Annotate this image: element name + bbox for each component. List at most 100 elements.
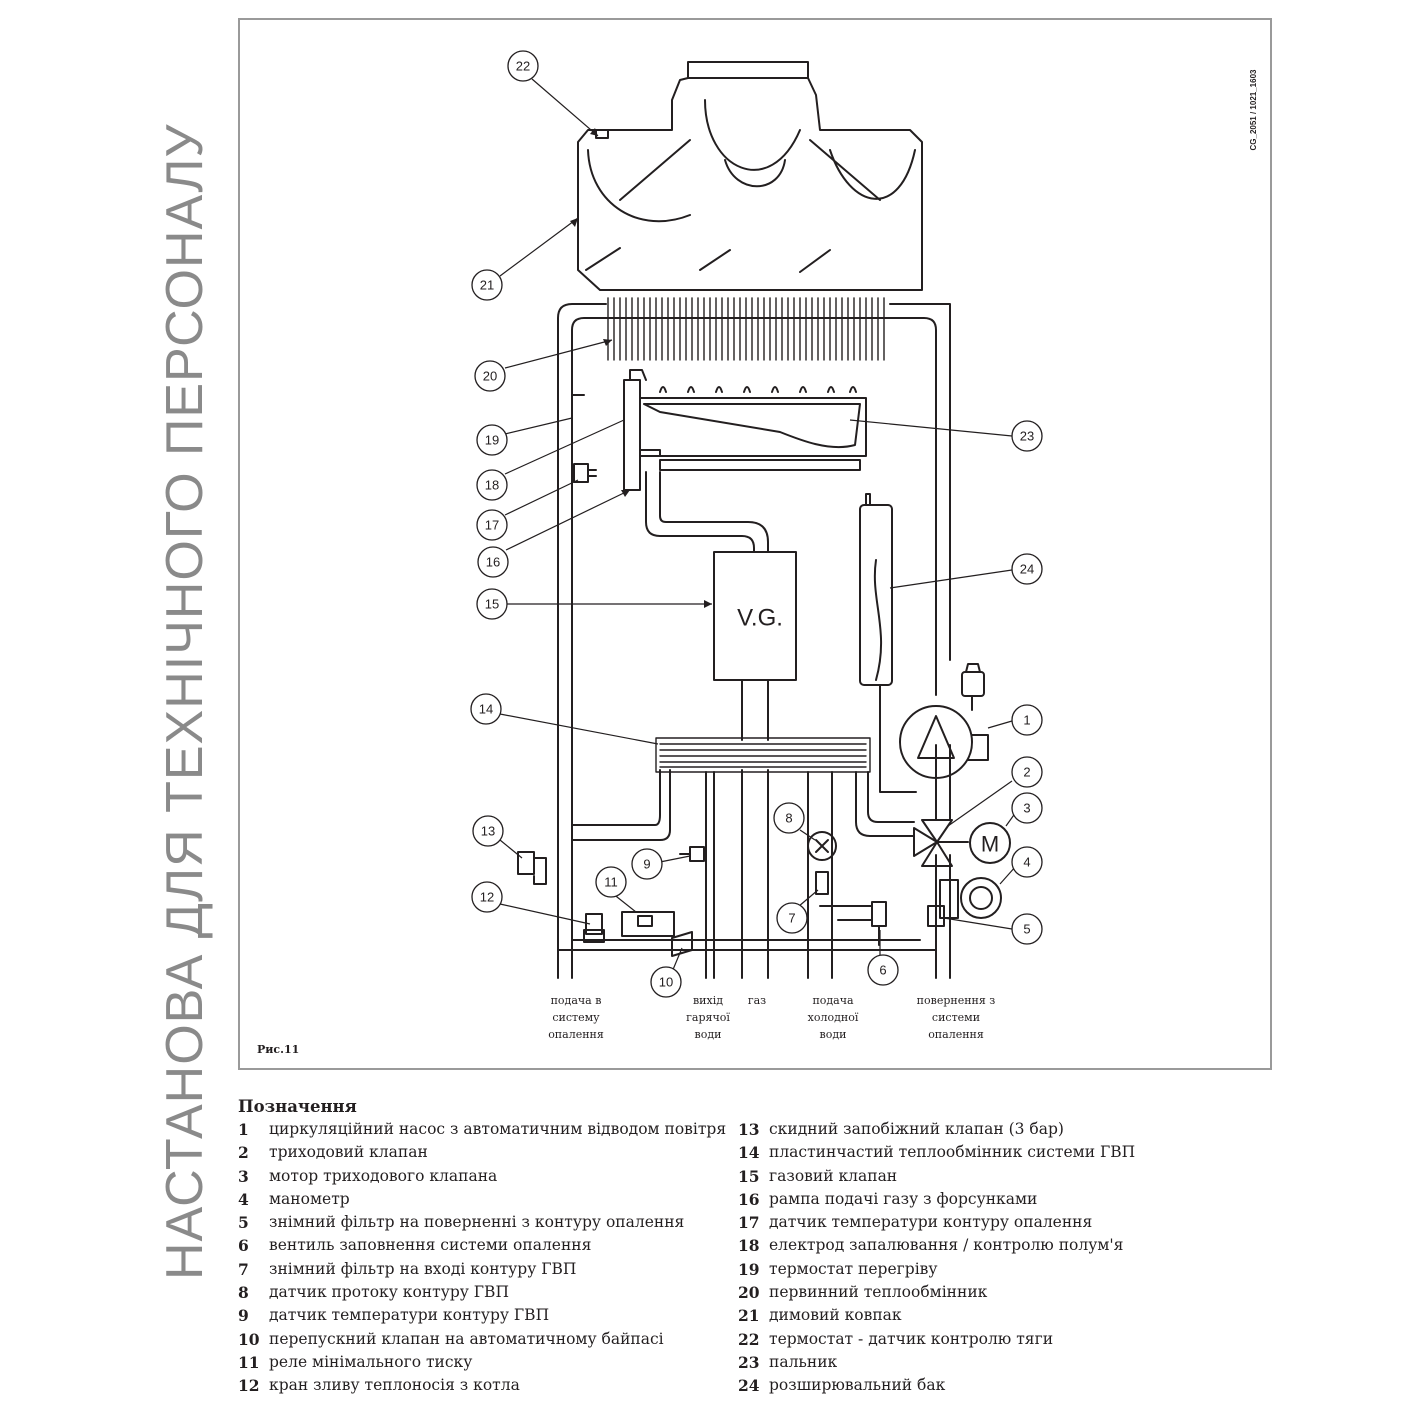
legend-item: 2 триходовий клапан xyxy=(238,1141,738,1164)
valve-motor xyxy=(969,822,1011,864)
callout-3: 3 xyxy=(1023,801,1030,816)
callout-14: 14 xyxy=(479,702,493,717)
callout-13: 13 xyxy=(481,824,495,839)
callout-18: 18 xyxy=(485,478,499,493)
bypass-valve xyxy=(671,931,693,957)
legend-num: 13 xyxy=(738,1120,760,1139)
callout-9: 9 xyxy=(643,857,650,872)
legend-text: димовий ковпак xyxy=(769,1306,902,1325)
callout-20: 20 xyxy=(483,369,497,384)
legend-num: 11 xyxy=(238,1352,260,1372)
legend-text: манометр xyxy=(269,1189,350,1208)
ignition-electrode xyxy=(623,369,661,491)
legend-item: 13 скидний запобіжний клапан (3 бар) xyxy=(738,1118,1238,1141)
safety-valve xyxy=(517,851,547,885)
legend-text: мотор триходового клапана xyxy=(269,1166,498,1185)
draught-thermostat xyxy=(595,129,609,139)
legend-text: кран зливу теплоносія з котла xyxy=(269,1376,520,1395)
leader-arrowheads xyxy=(570,128,712,608)
legend-num: 6 xyxy=(238,1236,249,1256)
legend-num: 24 xyxy=(738,1376,760,1396)
legend-text: скидний запобіжний клапан (3 бар) xyxy=(769,1120,1064,1138)
drawing-code: CG_2051 / 1021_1603 xyxy=(1249,69,1258,151)
overheat-thermostat xyxy=(571,371,585,411)
callout-22: 22 xyxy=(516,59,530,74)
callout-15: 15 xyxy=(485,597,499,612)
legend-text: датчик температури контуру ГВП xyxy=(269,1306,550,1325)
callout-8: 8 xyxy=(785,811,792,826)
legend-item: 21 димовий ковпак xyxy=(738,1304,1238,1327)
legend-num: 20 xyxy=(738,1283,760,1303)
drain-tap xyxy=(583,913,605,943)
motor-label: M xyxy=(981,832,999,857)
gas-valve xyxy=(713,551,797,681)
smoke-hood xyxy=(577,61,923,291)
heating-temp-sensor xyxy=(573,463,597,483)
gas-pipe xyxy=(645,471,769,979)
legend-text: реле мінімального тиску xyxy=(269,1352,473,1371)
burner xyxy=(639,386,867,471)
legend-text: знімний фільтр на вході контуру ГВП xyxy=(269,1259,577,1278)
legend-num: 4 xyxy=(238,1189,249,1209)
gas-valve-label: V.G. xyxy=(737,605,783,632)
legend-num: 16 xyxy=(738,1189,760,1209)
callout-19: 19 xyxy=(485,433,499,448)
legend-num: 21 xyxy=(738,1306,760,1326)
legend-text: термостат - датчик контролю тяги xyxy=(769,1329,1054,1348)
callout-10: 10 xyxy=(659,975,673,990)
legend-text: триходовий клапан xyxy=(269,1143,428,1162)
legend-text: первинний теплообмінник xyxy=(769,1283,988,1302)
legend-item: 20 первинний теплообмінник xyxy=(738,1281,1238,1304)
legend-item: 11 реле мінімального тиску xyxy=(238,1351,738,1374)
legend-item: 17 датчик температури контуру опалення xyxy=(738,1211,1238,1234)
expansion-tank xyxy=(859,493,917,793)
callout-11: 11 xyxy=(604,875,618,890)
side-title: НАСТАНОВА ДЛЯ ТЕХНІЧНОГО ПЕРСОНАЛУ xyxy=(156,123,214,1280)
callout-6: 6 xyxy=(879,963,886,978)
legend-item: 10 перепускний клапан на автоматичному ба… xyxy=(238,1328,738,1351)
heating-pipes xyxy=(557,303,951,979)
three-way-valve xyxy=(855,771,969,867)
manometer xyxy=(939,877,1002,919)
callout-17: 17 xyxy=(485,518,499,533)
callout-1: 1 xyxy=(1023,713,1030,728)
diagram-frame xyxy=(238,18,1272,1070)
legend-num: 1 xyxy=(238,1120,249,1139)
legend-num: 8 xyxy=(238,1283,249,1303)
legend-text: датчик температури контуру опалення xyxy=(769,1213,1093,1232)
callout-7: 7 xyxy=(788,911,795,926)
legend-num: 19 xyxy=(738,1259,760,1279)
legend-text: датчик протоку контуру ГВП xyxy=(269,1283,509,1302)
primary-heat-exchanger xyxy=(607,297,885,361)
filling-valve xyxy=(819,901,887,946)
legend-item: 7 знімний фільтр на вході контуру ГВП xyxy=(238,1258,738,1281)
legend-num: 17 xyxy=(738,1213,760,1233)
heating-return-filter xyxy=(927,905,945,927)
min-pressure-switch xyxy=(621,911,675,937)
leader-lines xyxy=(499,78,1017,973)
legend-num: 2 xyxy=(238,1143,249,1163)
legend-text: знімний фільтр на поверненні з контуру о… xyxy=(269,1213,685,1232)
connection-gas: газ xyxy=(748,994,766,1007)
legend-num: 10 xyxy=(238,1329,260,1349)
callout-numbers: 1 2 3 4 5 6 7 8 9 10 11 12 13 14 15 16 1… xyxy=(479,59,1034,990)
legend-text: пальник xyxy=(769,1352,838,1371)
callout-2: 2 xyxy=(1023,765,1030,780)
legend-num: 7 xyxy=(238,1259,249,1279)
legend-text: перепускний клапан на автоматичному байп… xyxy=(269,1329,664,1348)
